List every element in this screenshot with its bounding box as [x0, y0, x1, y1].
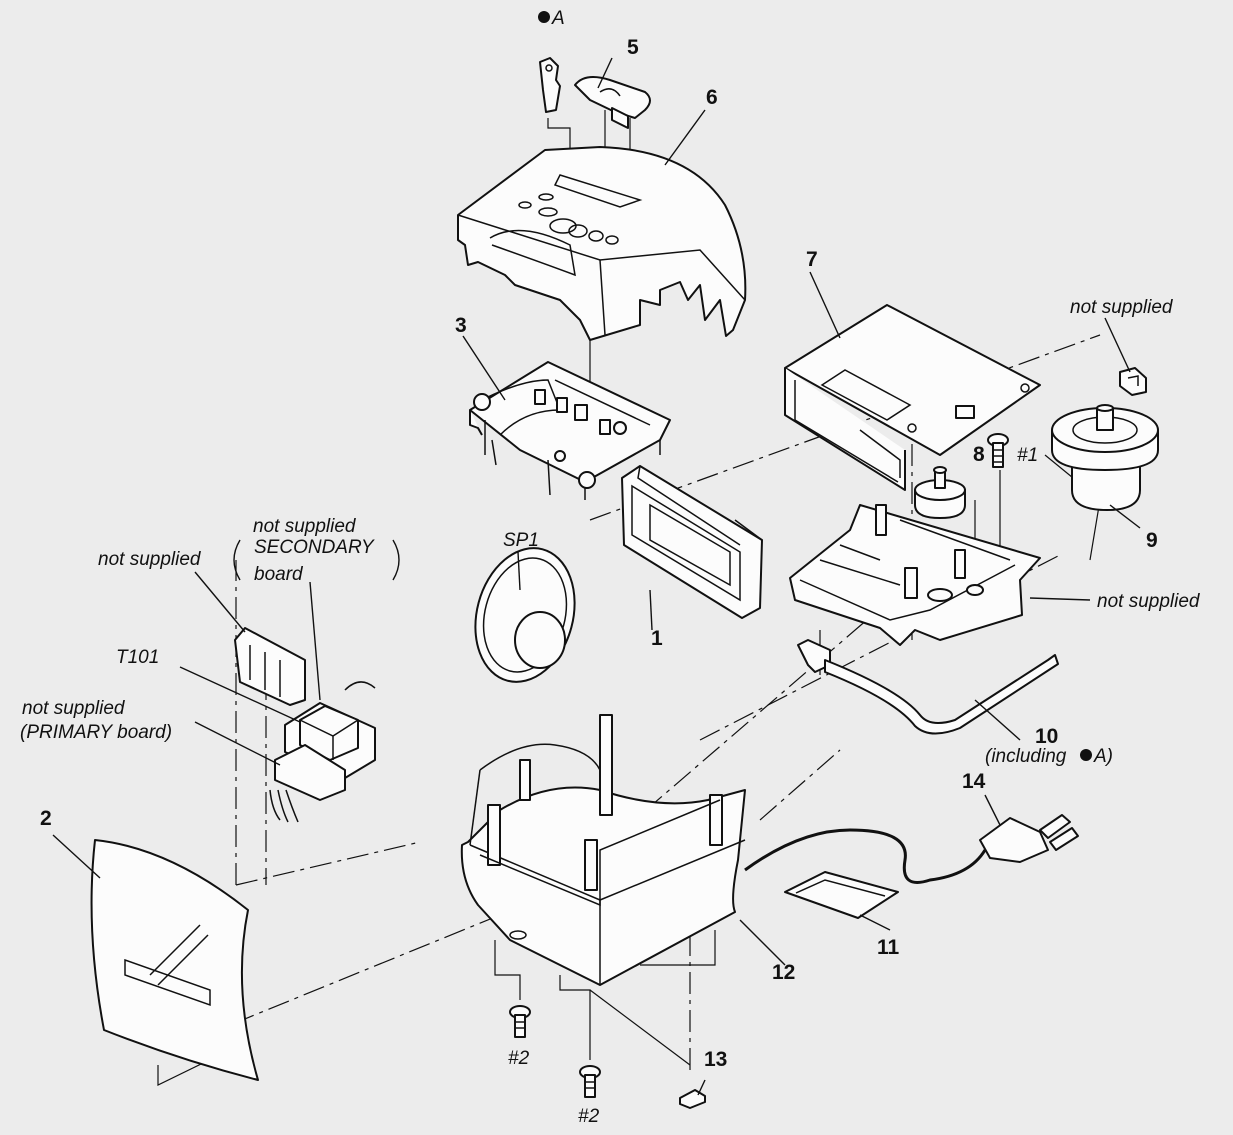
label-part-10: 10	[1035, 725, 1058, 748]
label-not-supplied-top-right: not supplied	[1070, 297, 1174, 318]
label-t101: T101	[116, 647, 159, 668]
label-including-ref: A)	[1093, 746, 1113, 767]
label-screw-2b: #2	[578, 1106, 600, 1127]
label-part-3: 3	[455, 314, 467, 337]
rear-cabinet-part-12	[460, 714, 746, 986]
label-part-6: 6	[706, 86, 718, 109]
label-not-supplied-mech: not supplied	[1097, 591, 1201, 612]
label-part-2: 2	[40, 807, 52, 830]
secondary-right-paren	[392, 539, 400, 581]
leader-lines	[52, 57, 1141, 1096]
speaker-sp1	[474, 547, 576, 683]
transformer-t101	[269, 681, 376, 823]
clip-a-part	[539, 57, 561, 113]
power-cord-part-14	[744, 814, 1079, 884]
screw-2-left	[509, 1005, 531, 1038]
label-secondary-line2: SECONDARY	[254, 537, 375, 558]
bottom-plate-part-11	[784, 871, 899, 919]
callout-labels: A 5 6 7 3 not supplied 8 #1 9 SP1 1 not …	[20, 8, 1201, 1127]
roller-part-9	[1051, 404, 1159, 511]
secondary-left-paren	[233, 539, 241, 581]
label-part-9: 9	[1146, 529, 1158, 552]
label-part-11: 11	[877, 936, 900, 959]
label-part-12: 12	[772, 961, 795, 984]
label-part-8: 8	[973, 443, 985, 466]
mechanism-chassis	[789, 504, 1041, 646]
control-board-part-3	[469, 361, 671, 500]
harness-part-10	[797, 639, 1059, 735]
a-ref-bullet	[538, 11, 550, 23]
label-secondary-line3: board	[254, 564, 304, 585]
label-primary-line1: not supplied	[22, 698, 126, 719]
label-not-supplied-left: not supplied	[98, 549, 202, 570]
secondary-board	[234, 627, 306, 706]
label-part-5: 5	[627, 36, 639, 59]
label-sp1: SP1	[503, 530, 539, 551]
screw-2-right	[579, 1065, 601, 1098]
label-part-1: 1	[651, 627, 663, 650]
front-screen-part-2	[90, 839, 259, 1081]
label-including: (including	[985, 746, 1067, 767]
gear-part-8	[914, 466, 966, 519]
label-part-13: 13	[704, 1048, 727, 1071]
clip-not-supplied	[1119, 367, 1147, 396]
foot-part-13	[679, 1089, 706, 1109]
button-part-5	[574, 75, 651, 129]
label-screw-1: #1	[1017, 445, 1038, 466]
screw-1	[987, 433, 1009, 468]
label-part-14: 14	[962, 770, 986, 793]
top-cabinet-part-6	[457, 146, 747, 341]
bracket-part-1	[621, 465, 763, 619]
label-screw-2a: #2	[508, 1048, 530, 1069]
including-bullet	[1080, 749, 1092, 761]
label-secondary-line1: not supplied	[253, 516, 357, 537]
label-a-ref: A	[551, 8, 565, 29]
label-part-7: 7	[806, 248, 818, 271]
main-board-part-7	[784, 304, 1041, 491]
label-primary-line2: (PRIMARY board)	[20, 722, 172, 743]
